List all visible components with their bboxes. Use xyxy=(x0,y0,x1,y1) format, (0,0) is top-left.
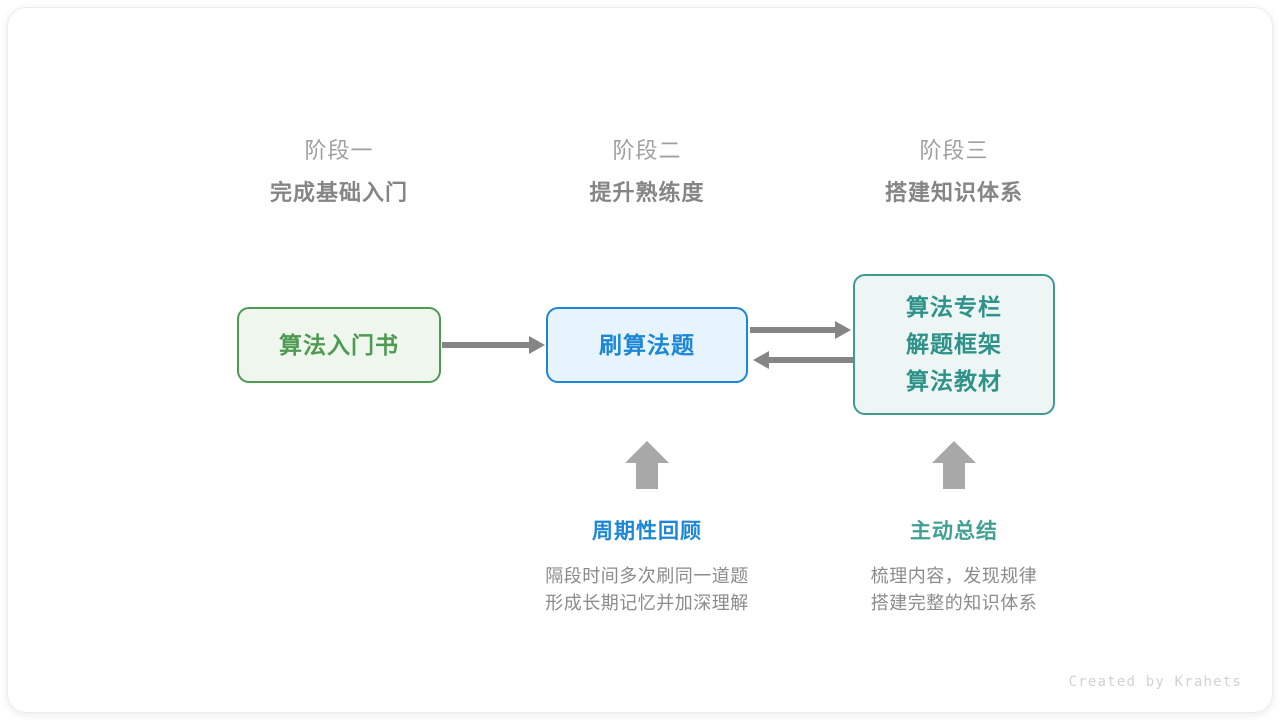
note-summary-line-1: 梳理内容，发现规律 xyxy=(870,566,1038,586)
arrow-system-to-practice xyxy=(753,351,853,369)
note-review-body: 隔段时间多次刷同一道题 形成长期记忆并加深理解 xyxy=(497,563,797,617)
node-book-label: 算法入门书 xyxy=(279,331,399,358)
diagram-canvas: 阶段一 完成基础入门 阶段二 提升熟练度 阶段三 搭建知识体系 算法入门书 刷算… xyxy=(8,8,1272,712)
note-summary-title: 主动总结 xyxy=(910,520,998,543)
node-algorithm-intro-book[interactable]: 算法入门书 xyxy=(237,307,441,383)
node-practice-problems[interactable]: 刷算法题 xyxy=(546,307,748,383)
up-arrow-icon-review xyxy=(625,441,669,489)
note-review-title: 周期性回顾 xyxy=(592,520,702,543)
stage-1-subtitle: 阶段一 xyxy=(304,138,374,163)
arrow-practice-to-system xyxy=(750,321,851,339)
stage-3-subtitle: 阶段三 xyxy=(919,138,989,163)
stage-header-2: 阶段二 提升熟练度 xyxy=(517,136,777,210)
arrow-book-to-practice xyxy=(442,336,545,354)
note-periodic-review: 周期性回顾 隔段时间多次刷同一道题 形成长期记忆并加深理解 xyxy=(497,517,797,617)
stage-2-subtitle: 阶段二 xyxy=(612,138,682,163)
node-knowledge-system[interactable]: 算法专栏 解题框架 算法教材 xyxy=(853,274,1055,415)
note-review-line-1: 隔段时间多次刷同一道题 xyxy=(545,566,749,586)
stage-3-title: 搭建知识体系 xyxy=(884,180,1023,205)
stage-2-title: 提升熟练度 xyxy=(589,180,705,205)
node-system-line-1: 算法专栏 xyxy=(906,294,1002,320)
note-summary-body: 梳理内容，发现规律 搭建完整的知识体系 xyxy=(804,563,1104,617)
note-summary-line-2: 搭建完整的知识体系 xyxy=(870,593,1038,613)
note-active-summary: 主动总结 梳理内容，发现规律 搭建完整的知识体系 xyxy=(804,517,1104,617)
up-arrow-icon-summary xyxy=(932,441,976,489)
node-system-line-2: 解题框架 xyxy=(906,331,1002,357)
stage-header-1: 阶段一 完成基础入门 xyxy=(209,136,469,210)
node-practice-label: 刷算法题 xyxy=(599,331,695,358)
node-system-line-3: 算法教材 xyxy=(906,368,1002,394)
watermark-credit: Created by Krahets xyxy=(1068,674,1242,690)
note-review-line-2: 形成长期记忆并加深理解 xyxy=(545,593,749,613)
stage-1-title: 完成基础入门 xyxy=(269,180,408,205)
stage-header-3: 阶段三 搭建知识体系 xyxy=(824,136,1084,210)
